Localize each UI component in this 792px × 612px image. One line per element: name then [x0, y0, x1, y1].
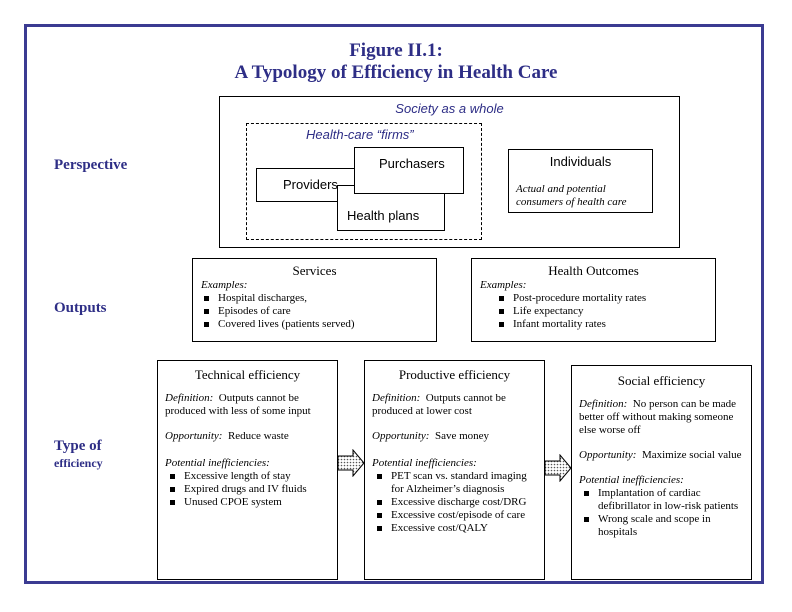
list-item: Life expectancy — [496, 305, 715, 318]
list-item: Wrong scale and scope in hospitals — [581, 513, 744, 539]
row-label-perspective: Perspective — [54, 157, 128, 173]
technical-inefficiencies-label: Potential inefficiencies: — [165, 457, 270, 469]
technical-opportunity: Opportunity: Reduce waste — [165, 430, 289, 442]
technical-definition: Definition: Outputs cannot be produced w… — [165, 392, 311, 417]
social-efficiency-title: Social efficiency — [617, 373, 706, 388]
health-outcomes-list: Post-procedure mortality rates Life expe… — [496, 292, 715, 331]
figure-title: A Typology of Efficiency in Health Care — [234, 62, 558, 83]
list-item: Hospital discharges, — [201, 292, 436, 305]
list-item: Implantation of cardiac defibrillator in… — [581, 487, 744, 513]
services-examples-label: Examples: — [201, 279, 248, 291]
productive-efficiency-box: Productive efficiency Definition: Output… — [364, 360, 545, 580]
services-title: Services — [292, 263, 337, 278]
purchasers-box: Purchasers — [354, 147, 464, 194]
list-item: Covered lives (patients served) — [201, 318, 436, 331]
individuals-label: Individuals — [549, 154, 612, 169]
list-item: Excessive cost/QALY — [374, 522, 537, 535]
technical-efficiency-box: Technical efficiency Definition: Outputs… — [157, 360, 338, 580]
services-box: Services Examples: Hospital discharges, … — [192, 258, 437, 342]
providers-label: Providers — [283, 177, 338, 192]
health-outcomes-examples-label: Examples: — [480, 279, 527, 291]
list-item: Infant mortality rates — [496, 318, 715, 331]
individuals-box: Individuals Actual and potential consume… — [508, 149, 653, 213]
arrow-right-icon — [337, 449, 365, 477]
technical-inefficiencies-list: Excessive length of stay Expired drugs a… — [167, 470, 330, 509]
list-item: PET scan vs. standard imaging for Alzhei… — [374, 470, 537, 496]
health-outcomes-box: Health Outcomes Examples: Post-procedure… — [471, 258, 716, 342]
health-plans-label: Health plans — [347, 208, 420, 223]
social-efficiency-box: Social efficiency Definition: No person … — [571, 365, 752, 580]
social-opportunity: Opportunity: Maximize social value — [579, 449, 742, 461]
purchasers-label: Purchasers — [379, 156, 445, 171]
technical-efficiency-title: Technical efficiency — [194, 367, 301, 382]
social-inefficiencies-label: Potential inefficiencies: — [579, 474, 684, 486]
productive-definition: Definition: Outputs cannot be produced a… — [372, 392, 506, 417]
society-label: Society as a whole — [395, 101, 504, 116]
arrow-right-icon — [544, 454, 572, 482]
productive-opportunity: Opportunity: Save money — [372, 430, 490, 442]
firms-box — [246, 123, 482, 240]
productive-efficiency-title: Productive efficiency — [398, 367, 511, 382]
productive-inefficiencies-label: Potential inefficiencies: — [372, 457, 477, 469]
list-item: Expired drugs and IV fluids — [167, 483, 330, 496]
list-item: Episodes of care — [201, 305, 436, 318]
row-label-outputs: Outputs — [54, 300, 107, 316]
row-label-type-of: Type of — [54, 438, 102, 454]
figure-frame — [24, 24, 764, 584]
figure-label: Figure II.1: — [349, 40, 443, 61]
list-item: Post-procedure mortality rates — [496, 292, 715, 305]
social-inefficiencies-list: Implantation of cardiac defibrillator in… — [581, 487, 744, 539]
firms-label: Health-care “firms” — [306, 127, 414, 142]
productive-inefficiencies-list: PET scan vs. standard imaging for Alzhei… — [374, 470, 537, 535]
list-item: Unused CPOE system — [167, 496, 330, 509]
individuals-description: Actual and potential consumers of health… — [516, 183, 627, 208]
services-list: Hospital discharges, Episodes of care Co… — [201, 292, 436, 331]
list-item: Excessive discharge cost/DRG — [374, 496, 537, 509]
list-item: Excessive length of stay — [167, 470, 330, 483]
health-outcomes-title: Health Outcomes — [548, 263, 639, 278]
social-definition: Definition: No person can be made better… — [579, 398, 737, 436]
row-label-efficiency: efficiency — [54, 456, 103, 470]
list-item: Excessive cost/episode of care — [374, 509, 537, 522]
